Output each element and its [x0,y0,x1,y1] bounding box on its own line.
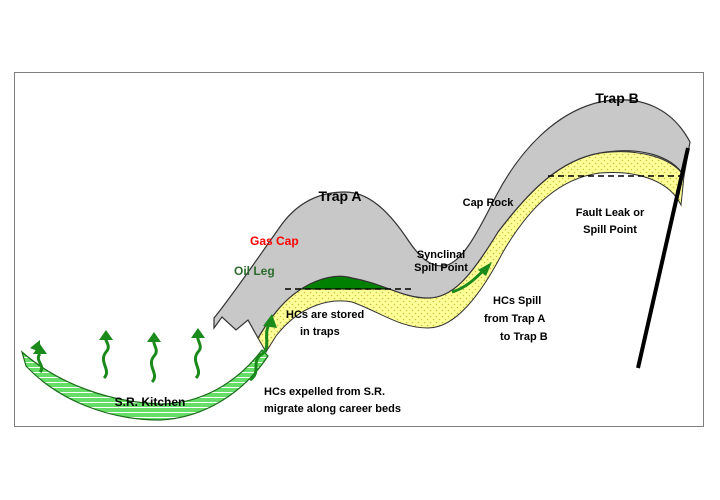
synclinal-label-line2: Spill Point [414,262,468,274]
gas-cap-label: Gas Cap [250,234,299,248]
trap-a-label: Trap A [318,188,361,204]
expelled-label-line1: HCs expelled from S.R. [264,386,385,398]
stored-label-line2: in traps [300,326,340,338]
expulsion-arrow-1 [36,352,44,374]
fault-line [636,147,690,369]
source-rock-kitchen [20,349,269,421]
trap-b-label: Trap B [595,90,639,106]
expelled-label-line2: migrate along career beds [264,403,401,415]
oil-leg-label: Oil Leg [234,264,275,278]
kitchen-left-arrow-head [30,340,40,352]
cap-rock-label: Cap Rock [463,197,515,209]
spill-label-line3: to Trap B [500,331,548,343]
kitchen-label: S.R. Kitchen [115,395,186,409]
expulsion-arrow-4 [193,335,202,380]
diagram-frame [14,72,704,427]
migration-arrow-carrier [249,321,272,382]
stored-label-line1: HCs are stored [286,309,364,321]
cap-rock [213,99,691,340]
fault-label-line1: Fault Leak or [576,207,645,219]
fault-label-line2: Spill Point [583,224,637,236]
arrow-heads [33,262,492,354]
spill-label-line1: HCs Spill [493,295,541,307]
spill-label-line2: from Trap A [484,313,545,325]
expulsion-arrow-3 [149,339,158,384]
synclinal-label-line1: Synclinal [417,249,465,261]
expulsion-arrow-2 [101,336,110,380]
